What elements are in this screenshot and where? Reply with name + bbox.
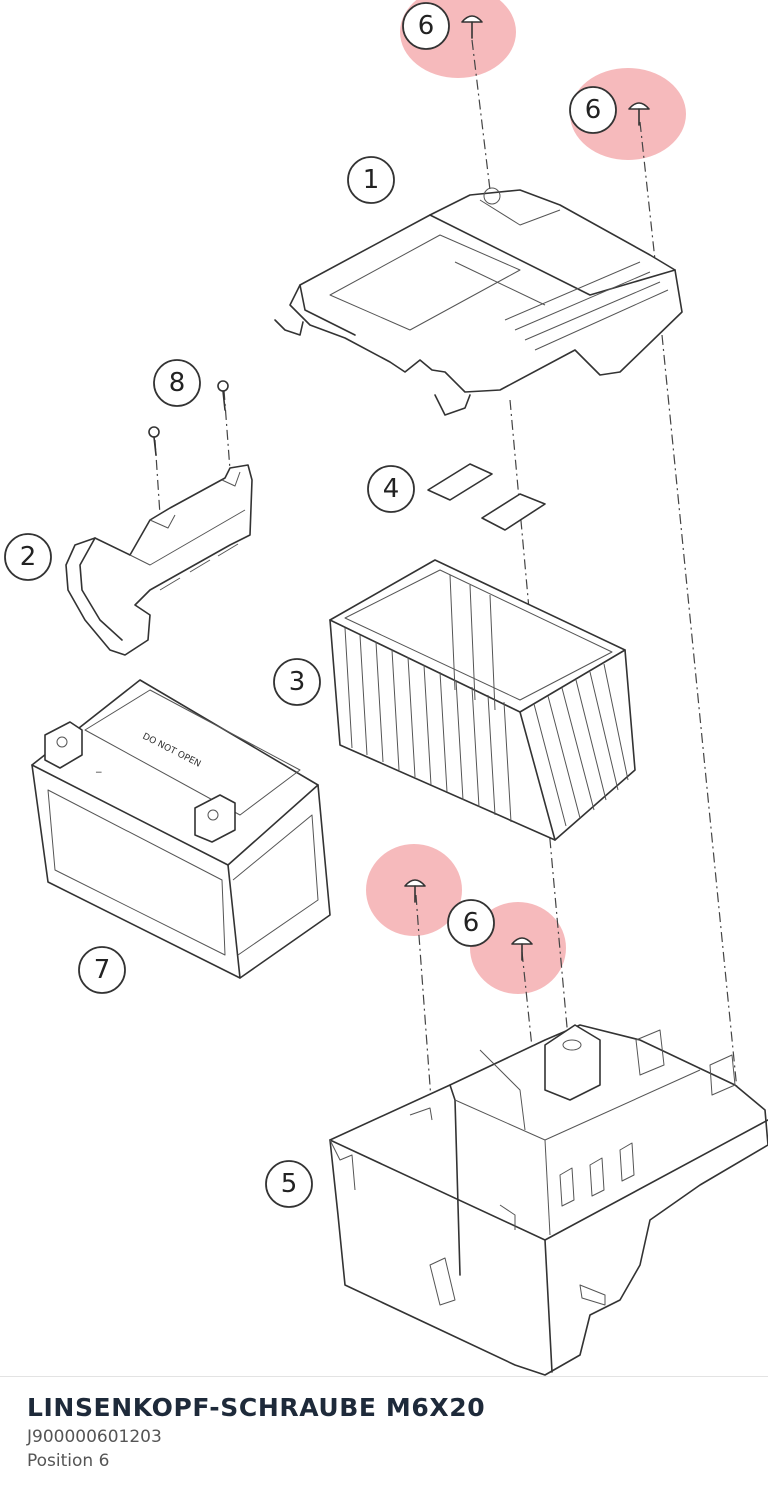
callout-1[interactable]: 1: [347, 156, 395, 204]
callout-3[interactable]: 3: [273, 658, 321, 706]
part-8-screws[interactable]: [148, 380, 229, 456]
svg-text:3: 3: [289, 667, 306, 697]
screw-icon: [461, 15, 483, 39]
highlight-screw-mid-left[interactable]: [366, 844, 462, 936]
part-7-battery[interactable]: DO NOT OPEN −: [31, 679, 331, 979]
callouts: 1 2 3 4 5 6 6 6: [4, 2, 617, 1208]
part-1-battery-cover[interactable]: [274, 187, 683, 416]
callout-6-middle[interactable]: 6: [447, 899, 495, 947]
svg-text:7: 7: [94, 955, 111, 985]
part-6-screws[interactable]: [404, 15, 650, 961]
svg-text:6: 6: [585, 95, 602, 125]
part-info-panel: LINSENKOPF-SCHRAUBE M6X20 J900000601203 …: [0, 1376, 768, 1492]
screw-icon: [511, 937, 533, 961]
svg-text:6: 6: [463, 908, 480, 938]
svg-text:5: 5: [281, 1169, 298, 1199]
exploded-parts-diagram: DO NOT OPEN −: [4, 0, 768, 1376]
svg-text:4: 4: [383, 474, 400, 504]
callout-6-top-right[interactable]: 6: [569, 86, 617, 134]
svg-text:1: 1: [363, 165, 380, 195]
part-position: Position 6: [27, 1451, 110, 1471]
callout-2[interactable]: 2: [4, 533, 52, 581]
battery-minus-sign: −: [95, 768, 103, 778]
svg-text:8: 8: [169, 368, 186, 398]
screw-icon: [628, 102, 650, 126]
battery-case-ribs: [344, 574, 629, 827]
callout-7[interactable]: 7: [78, 946, 126, 994]
part-5-battery-tray[interactable]: [329, 1024, 768, 1376]
callout-5[interactable]: 5: [265, 1160, 313, 1208]
part-title: LINSENKOPF-SCHRAUBE M6X20: [27, 1393, 486, 1422]
part-3-battery-case[interactable]: [329, 559, 636, 841]
part-4-adhesive-pads[interactable]: [427, 463, 546, 531]
svg-text:2: 2: [20, 542, 37, 572]
screw-icon: [404, 879, 426, 903]
part-number: J900000601203: [27, 1427, 162, 1447]
callout-8[interactable]: 8: [153, 359, 201, 407]
callout-6-top-left[interactable]: 6: [402, 2, 450, 50]
svg-text:6: 6: [418, 11, 435, 41]
part-2-bracket[interactable]: [65, 464, 253, 656]
callout-4[interactable]: 4: [367, 465, 415, 513]
